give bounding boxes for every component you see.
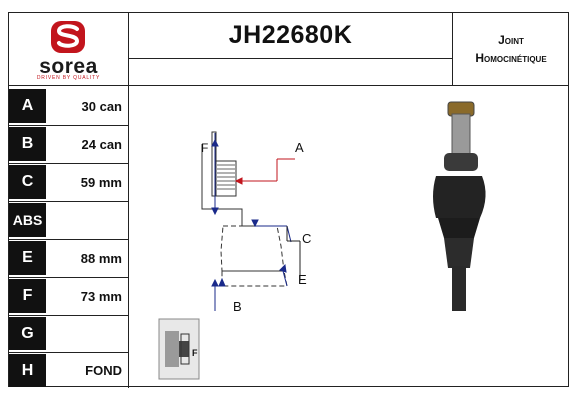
callout-lines: [286, 226, 301, 281]
joint-outline: [201, 131, 288, 287]
spec-value-b: 24 can: [81, 136, 122, 152]
product-category: Joint Homocinétique: [453, 13, 569, 85]
thumbnail-label-f: F: [192, 348, 198, 358]
spec-value-f: 73 mm: [80, 288, 122, 304]
row-divider: [9, 201, 128, 202]
spec-value-c: 59 mm: [80, 174, 122, 190]
divider-header: [452, 13, 453, 85]
spec-value-a: 30 can: [81, 98, 122, 114]
spec-letter-a: A: [9, 89, 46, 123]
spec-letter-c: C: [9, 165, 46, 199]
row-divider: [9, 277, 128, 278]
label-e: E: [298, 272, 307, 287]
brand-name: sorea: [39, 55, 98, 78]
divider-left: [128, 13, 129, 388]
row-divider: [9, 125, 128, 126]
spec-letter-f: F: [9, 279, 46, 313]
spec-letter-e: E: [9, 241, 46, 275]
spec-value-abs: [47, 203, 128, 237]
dimension-diagram: A B C E F F: [158, 131, 311, 380]
divider-part-number: [128, 58, 452, 59]
spec-value-h: FOND: [85, 363, 122, 378]
spec-letter-abs: ABS: [9, 203, 46, 237]
label-c: C: [302, 231, 311, 246]
part-number: JH22680K: [228, 21, 353, 49]
divider-header-bottom: [9, 85, 569, 86]
product-photo: [433, 101, 486, 311]
sorea-emblem-icon: [51, 21, 85, 53]
callout-a-line: [234, 158, 295, 185]
label-f: F: [201, 141, 208, 155]
dimension-lines: [211, 133, 292, 311]
spec-letter-h: H: [9, 354, 46, 387]
spec-value-g: [47, 317, 128, 350]
category-line-2: Homocinétique: [475, 51, 547, 65]
spec-value-e: 88 mm: [80, 250, 122, 266]
row-divider: [9, 239, 128, 240]
row-divider: [9, 163, 128, 164]
label-b: B: [233, 299, 242, 314]
row-divider: [9, 352, 128, 353]
spec-letter-b: B: [9, 127, 46, 161]
row-divider: [9, 315, 128, 316]
brand-logo: sorea DRIVEN BY QUALITY: [9, 13, 128, 85]
brand-tagline: DRIVEN BY QUALITY: [36, 75, 101, 81]
label-a: A: [295, 140, 304, 155]
spec-letter-g: G: [9, 317, 46, 350]
thumbnail-sketch: [158, 318, 200, 380]
category-line-1: Joint: [498, 33, 524, 47]
product-sheet: sorea DRIVEN BY QUALITY JH22680K Joint H…: [8, 12, 569, 388]
